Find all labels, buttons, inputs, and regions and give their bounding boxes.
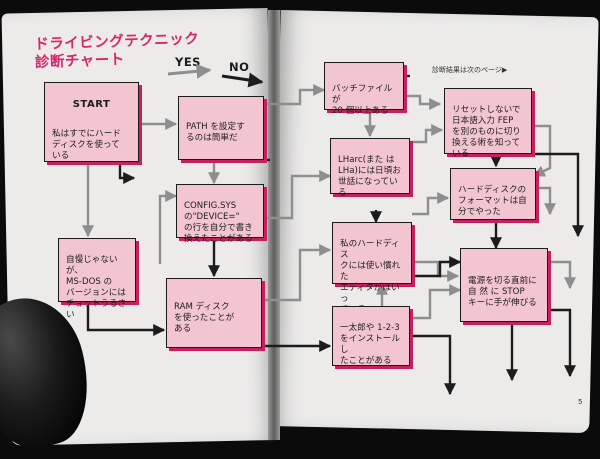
node-lharc-text: LHarc(また は LHa)には日頃お 世話になっている [338,155,401,198]
yes-connectors [82,84,576,320]
legend-no-label: NO [229,60,250,74]
book-gutter [268,10,280,440]
page-number: 5 [578,398,583,406]
node-format: ハードディスクの フォーマットは自 分でやった [450,168,536,220]
node-fep-text: リセットしないで 日本語入力 FEP を別のものに切り 換える術を知って いる [452,105,521,159]
node-ram-disk: RAM ディスク を使ったことが ある [166,278,262,348]
node-batch-files: バッチファイルが 20 個以上ある [324,62,404,116]
legend-arrows [167,63,264,88]
node-start-text: 私はすでにハード ディスクを使って いる [52,129,121,161]
node-msdos-text: 自慢じゃないが、 MS-DOS の バージョンには チョットうるさい [66,255,127,320]
node-config-sys-text: CONFIG.SYS の"DEVICE=" の行を自分で書き 換えたことがある [184,201,253,244]
node-format-text: ハードディスクの フォーマットは自 分でやった [458,185,527,217]
node-ram-disk-text: RAM ディスク を使ったことが ある [174,302,235,334]
node-msdos: 自慢じゃないが、 MS-DOS の バージョンには チョットうるさい [58,238,136,320]
node-install-text: 一太郎や 1-2-3 をインストールし たことがある [340,323,400,366]
node-power-off: 電源を切る直前に 自 然 に STOP キーに手が伸びる [460,248,548,322]
node-editor: 私のハードディス クには使い慣れた エディタがはいっ ている [332,222,412,315]
node-config-sys: CONFIG.SYS の"DEVICE=" の行を自分で書き 換えたことがある [176,184,264,244]
node-path-text: PATH を設定す るのは簡単だ [186,122,245,143]
node-start: START 私はすでにハード ディスクを使って いる [44,82,139,162]
node-fep: リセットしないで 日本語入力 FEP を別のものに切り 換える術を知って いる [444,88,532,159]
node-install: 一太郎や 1-2-3 をインストールし たことがある [332,306,410,366]
node-batch-files-text: バッチファイルが 20 個以上ある [332,84,393,116]
node-path: PATH を設定す るのは簡単だ [178,96,264,160]
next-page-note: 診断結果は次のページ▶ [432,66,508,74]
node-lharc: LHarc(また は LHa)には日頃お 世話になっている [330,138,410,198]
node-power-off-text: 電源を切る直前に 自 然 に STOP キーに手が伸びる [468,276,537,308]
legend-yes-label: YES [175,55,201,69]
start-heading: START [72,99,111,110]
